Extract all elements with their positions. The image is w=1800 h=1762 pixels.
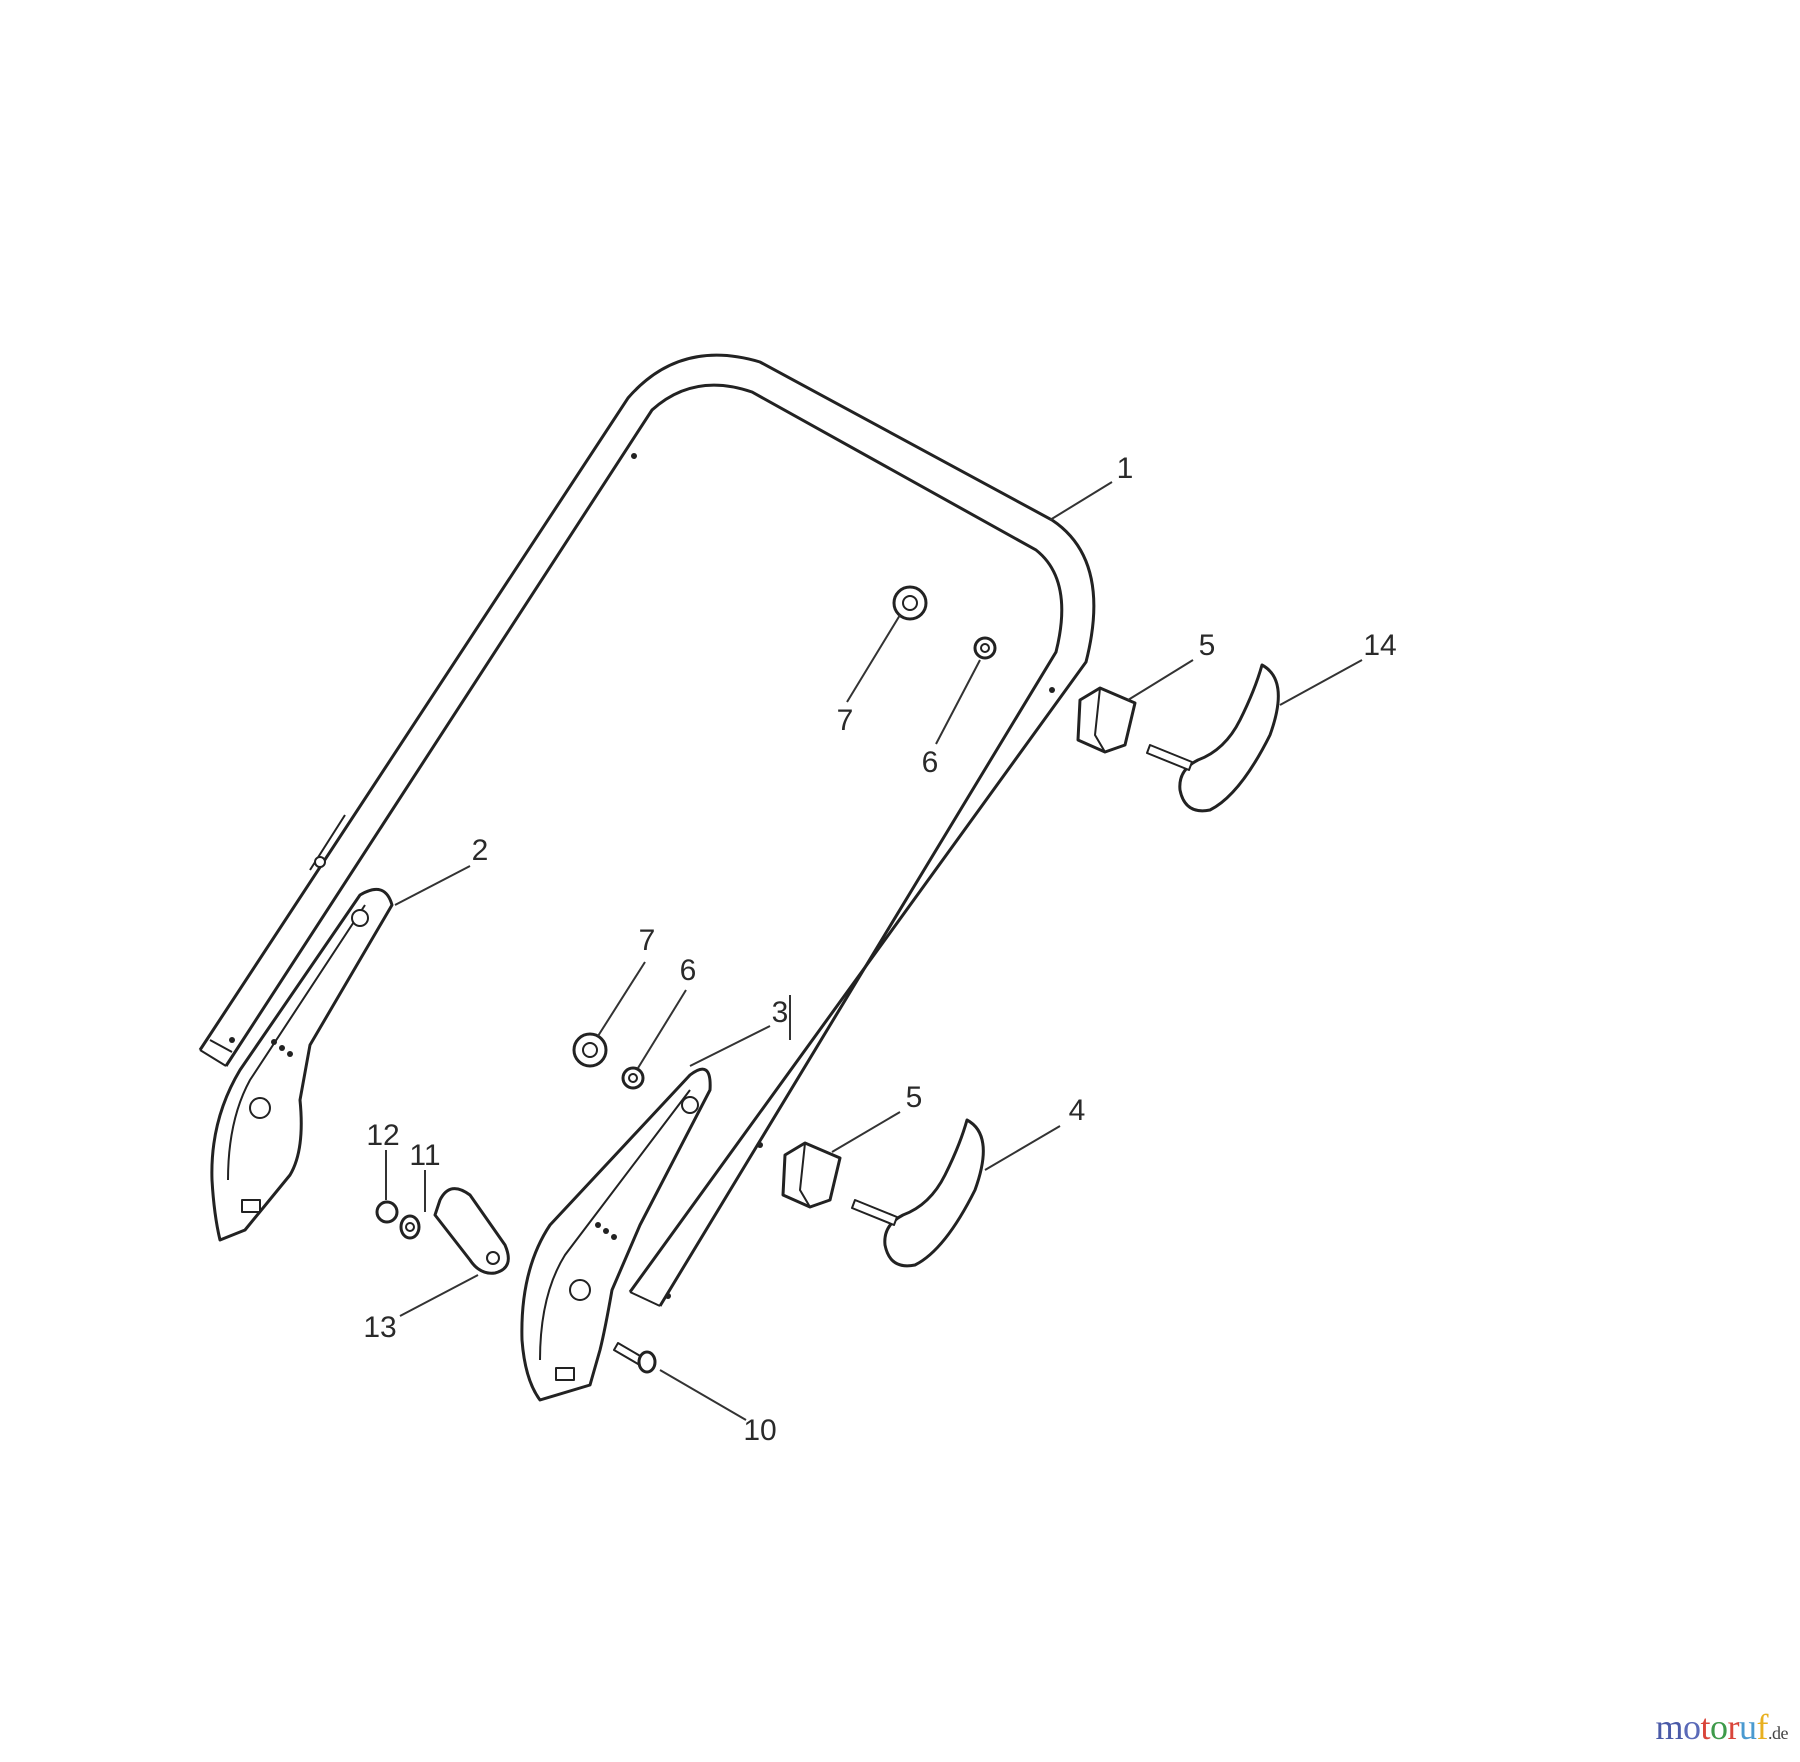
callout-7-top: 7 [837, 704, 854, 737]
clamp-block-5-bottom [781, 1141, 842, 1209]
knob-lever-4 [851, 1118, 985, 1268]
callout-14: 14 [1363, 629, 1396, 662]
logo-letter: t [1700, 1707, 1710, 1747]
callout-4: 4 [1069, 1094, 1086, 1127]
logo-letter: o [1682, 1707, 1701, 1747]
nut-6-bottom [621, 1066, 645, 1090]
callout-6-top: 6 [922, 746, 939, 779]
flange-nut-7-bottom [572, 1032, 608, 1068]
callout-6-bottom: 6 [680, 954, 697, 987]
leader-lines [385, 481, 1363, 1421]
callout-13: 13 [363, 1311, 396, 1344]
upper-handle-tube [198, 353, 1096, 1307]
callout-11: 11 [409, 1139, 440, 1172]
logo-letter: f [1756, 1707, 1769, 1747]
screw-10 [613, 1342, 657, 1374]
callout-3: 3 [772, 996, 789, 1029]
cam-lever-13 [433, 1187, 510, 1275]
logo-letter: m [1655, 1707, 1683, 1747]
clamp-block-5-top [1076, 686, 1137, 754]
callout-12: 12 [366, 1119, 399, 1152]
nut-12 [375, 1200, 399, 1224]
logo-letter: o [1710, 1707, 1728, 1747]
callout-10: 10 [743, 1414, 776, 1447]
left-handle-bracket [210, 887, 394, 1242]
callout-1: 1 [1117, 452, 1134, 485]
callout-7-bottom: 7 [639, 924, 656, 957]
nut-6-top [973, 636, 997, 660]
logo-suffix: .de [1768, 1723, 1789, 1743]
knob-lever-14 [1146, 663, 1280, 813]
callout-5-bottom: 5 [906, 1081, 923, 1114]
right-handle-bracket [520, 1067, 712, 1402]
washer-11 [399, 1214, 421, 1240]
callout-5-top: 5 [1199, 629, 1216, 662]
logo-letter: u [1739, 1707, 1757, 1747]
motoruf-logo: motoruf.de [1655, 1706, 1788, 1748]
callout-2: 2 [472, 834, 489, 867]
flange-nut-7-top [892, 585, 928, 621]
logo-letter: r [1727, 1707, 1740, 1747]
